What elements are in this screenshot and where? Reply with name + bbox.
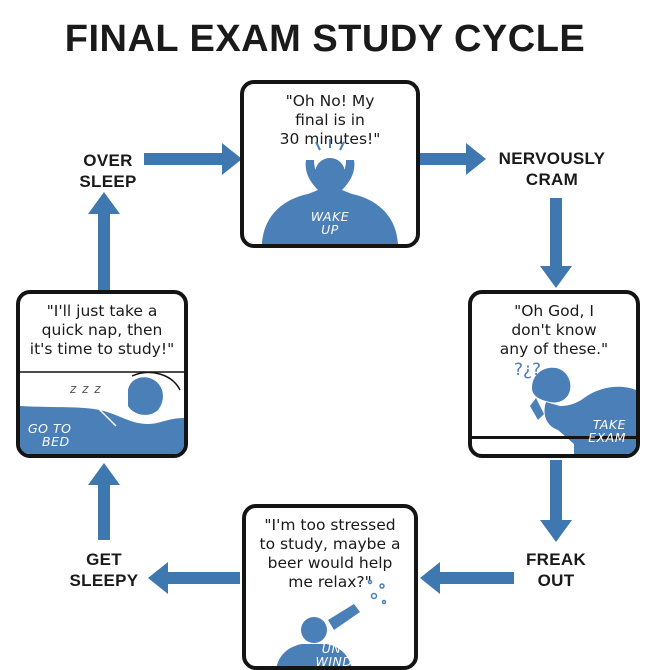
label-over-sleep-line2: SLEEP (60, 171, 156, 192)
wake-up-tag-line2: UP (306, 223, 354, 236)
label-freak-out-line2: OUT (506, 570, 606, 591)
label-nervously-cram: NERVOUSLY CRAM (484, 148, 620, 190)
unwind-tag-line2: WIND (308, 655, 360, 668)
label-freak-out: FREAK OUT (506, 549, 606, 591)
arrow-to-freak-out (540, 460, 572, 542)
panel-wake-up: "Oh No! My final is in 30 minutes!" WAKE… (240, 80, 420, 248)
arrow-to-wake-up (144, 143, 242, 175)
label-nervously-cram-line1: NERVOUSLY (484, 148, 620, 169)
arrow-to-nervously-cram (420, 143, 486, 175)
arrow-to-take-exam (540, 198, 572, 288)
label-nervously-cram-line2: CRAM (484, 169, 620, 190)
take-exam-tag-line2: EXAM (566, 431, 626, 444)
panel-go-to-bed: "I'll just take a quick nap, then it's t… (16, 290, 188, 458)
panel-take-exam: "Oh God, I don't know any of these." ?¿?… (468, 290, 640, 458)
label-over-sleep-line1: OVER (60, 150, 156, 171)
wake-up-tag: WAKE UP (306, 210, 354, 236)
arrow-to-go-to-bed (88, 463, 120, 540)
panel-unwind: "I'm too stressed to study, maybe a beer… (242, 504, 418, 670)
go-to-bed-tag-line2: BED (28, 435, 88, 448)
label-get-sleepy: GET SLEEPY (52, 549, 156, 591)
label-freak-out-line1: FREAK (506, 549, 606, 570)
label-get-sleepy-line1: GET (52, 549, 156, 570)
unwind-tag: UN- WIND (308, 642, 360, 668)
arrow-to-unwind (420, 562, 514, 594)
go-to-bed-tag: GO TO BED (28, 422, 88, 448)
label-get-sleepy-line2: SLEEPY (52, 570, 156, 591)
take-exam-tag: TAKE EXAM (566, 418, 626, 444)
arrow-to-get-sleepy (148, 562, 240, 594)
label-over-sleep: OVER SLEEP (60, 150, 156, 192)
arrow-to-over-sleep (88, 192, 120, 290)
